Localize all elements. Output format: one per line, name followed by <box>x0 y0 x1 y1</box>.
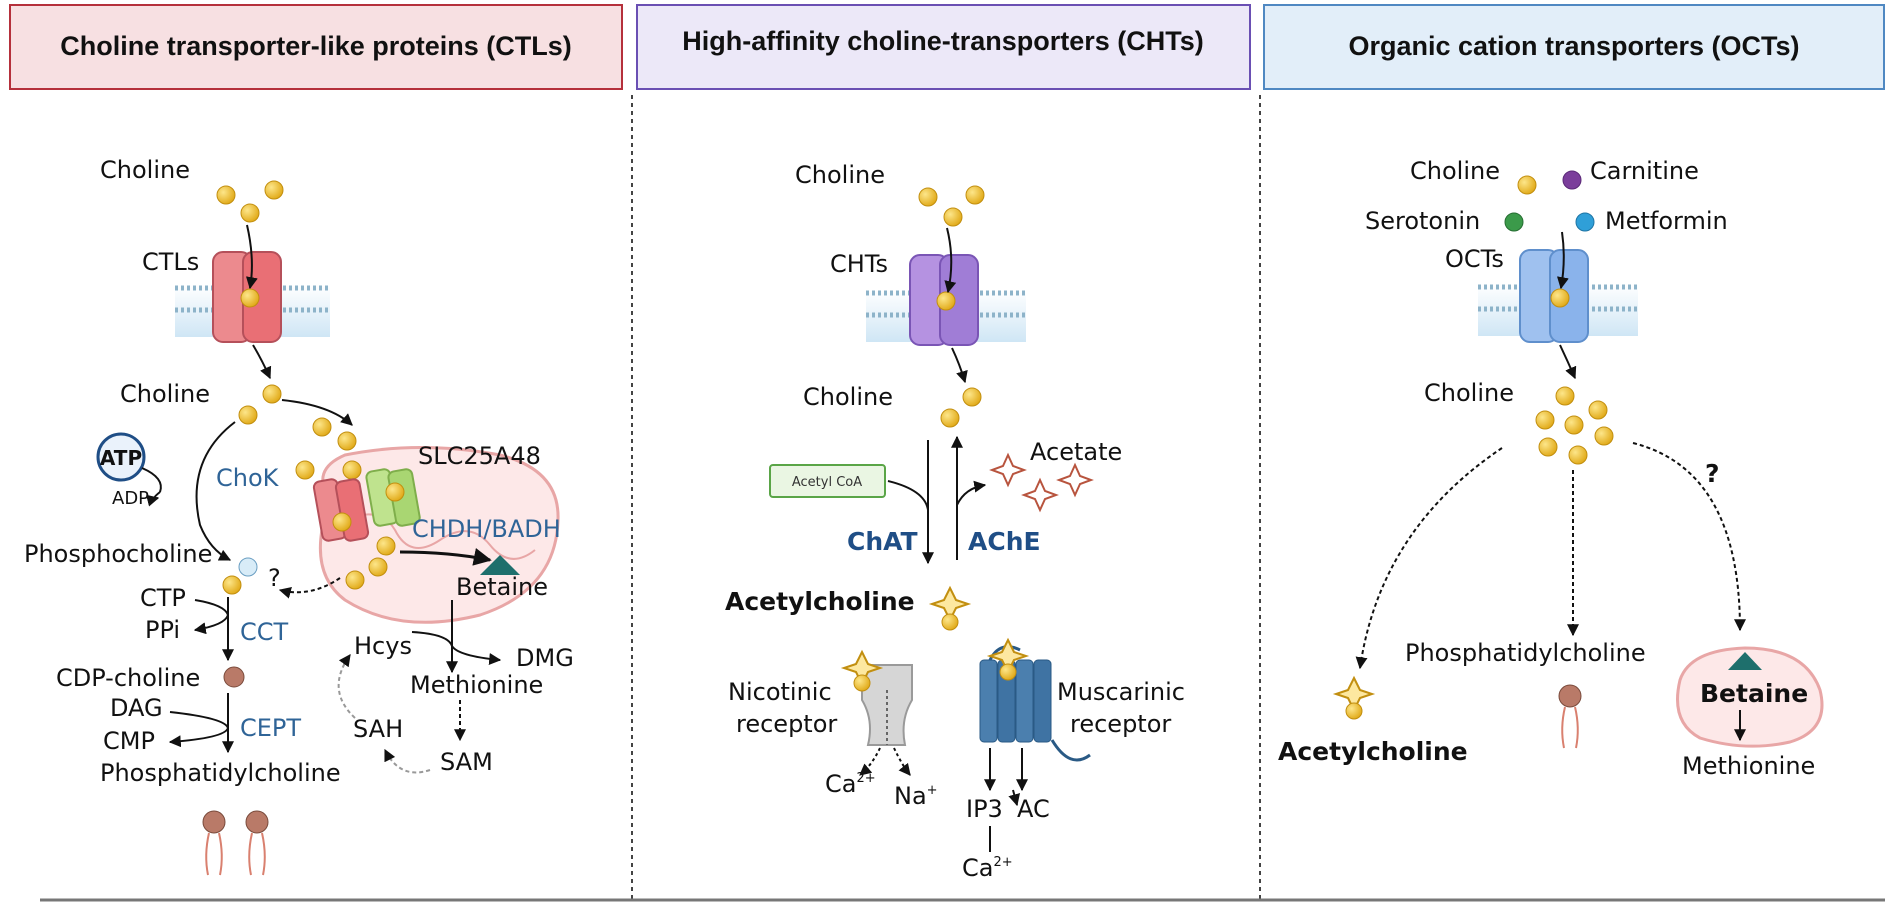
oct-pc: Phosphatidylcholine <box>1405 639 1646 667</box>
ctl-ppi: PPi <box>145 616 180 644</box>
oct-choline-in: Choline <box>1424 379 1514 407</box>
oct-choline-top: Choline <box>1410 157 1500 185</box>
oct-transporter-label: OCTs <box>1445 245 1504 273</box>
ctl-ctp: CTP <box>140 584 186 612</box>
cht-na-text: Na <box>894 782 927 810</box>
ctl-dag: DAG <box>110 694 163 722</box>
ctl-methionine: Methionine <box>410 671 543 699</box>
ctl-dmg: DMG <box>516 644 574 672</box>
ctl-hcys: Hcys <box>354 632 412 660</box>
panel-oct: Choline Carnitine Serotonin Metformin OC… <box>1278 157 1824 780</box>
metformin-icon <box>1575 212 1595 232</box>
acetylcholine-icon <box>928 585 972 631</box>
cht-chat: ChAT <box>847 527 918 556</box>
oct-transporter <box>1519 249 1589 343</box>
ctl-phosphocholine: Phosphocholine <box>24 540 212 568</box>
ctl-cct: CCT <box>240 618 289 646</box>
header-oct-title: Organic cation transporters (OCTs) <box>1348 31 1799 61</box>
ctl-chok: ChoK <box>216 464 280 492</box>
oct-betaine-icon <box>1728 652 1762 670</box>
oct-mitochondrion <box>1676 646 1824 748</box>
oct-metformin: Metformin <box>1605 207 1728 235</box>
ctl-atp: ATP <box>100 446 142 470</box>
cht-transporter-label: CHTs <box>830 250 888 278</box>
ctl-betaine-icon <box>480 555 520 575</box>
atp-icon <box>96 432 146 482</box>
header-oct: Organic cation transporters (OCTs) <box>1263 4 1885 90</box>
ctl-choline-in: Choline <box>120 380 210 408</box>
phosphatidylcholine-icon <box>202 810 269 876</box>
ctl-adp: ADP <box>112 488 149 509</box>
cht-acetate: Acetate <box>1030 438 1122 466</box>
slc25a48-transporter <box>365 468 421 527</box>
cht-muscarinic-1: Muscarinic <box>1057 678 1185 706</box>
cht-acetyl-coa: Acetyl CoA <box>792 475 862 490</box>
cht-transporter <box>909 254 979 346</box>
ctl-betaine: Betaine <box>456 573 548 601</box>
cht-choline-top: Choline <box>795 161 885 189</box>
oct-acetylcholine-icon <box>1332 675 1376 720</box>
ctl-transporter-label: CTLs <box>142 248 199 276</box>
header-cht: High-affinity choline-transporters (CHTs… <box>636 4 1251 90</box>
cht-na-sup: + <box>927 783 938 798</box>
cht-ac: AC <box>1017 795 1050 823</box>
ctl-inner-transporter <box>312 478 370 542</box>
ctl-transporter <box>212 251 282 343</box>
phosphate-icon <box>238 557 258 577</box>
ctl-cdp: CDP-choline <box>56 664 200 692</box>
panel-ctl: Choline CTLs Choline ATP ADP ChoK <box>24 156 574 876</box>
cht-na: Na+ <box>894 782 938 810</box>
cht-ca-sup: 2+ <box>856 771 875 786</box>
ctl-choline-top: Choline <box>100 156 190 184</box>
serotonin-icon <box>1504 212 1524 232</box>
oct-question: ? <box>1705 459 1720 488</box>
oct-carnitine: Carnitine <box>1590 157 1699 185</box>
ctl-sah: SAH <box>353 715 403 743</box>
oct-serotonin: Serotonin <box>1365 207 1480 235</box>
cht-ca: Ca2+ <box>825 770 876 798</box>
cht-muscarinic-2: receptor <box>1070 710 1171 738</box>
header-ctl-title: Choline transporter-like proteins (CTLs) <box>60 31 572 61</box>
acetyl-coa-box: Acetyl CoA <box>769 464 886 498</box>
cht-ach: Acetylcholine <box>725 587 915 616</box>
cht-ca-text: Ca <box>825 770 856 798</box>
acetate-icons <box>989 452 1094 513</box>
muscarinic-receptor-icon <box>979 637 1091 762</box>
nicotinic-receptor-icon <box>840 649 913 746</box>
ctl-pc: Phosphatidylcholine <box>100 759 341 787</box>
cdp-choline-icon <box>223 666 245 688</box>
cht-nicotinic-2: receptor <box>736 710 837 738</box>
cht-ache: AChE <box>968 527 1041 556</box>
ctl-question: ? <box>268 564 281 592</box>
ctl-sam: SAM <box>440 748 493 776</box>
oct-phosphatidylcholine-icon <box>1558 684 1582 749</box>
oct-methionine: Methionine <box>1682 752 1815 780</box>
oct-ach: Acetylcholine <box>1278 737 1468 766</box>
cht-choline-in: Choline <box>803 383 893 411</box>
ctl-slc: SLC25A48 <box>418 442 541 470</box>
cht-ca2-text: Ca <box>962 854 993 882</box>
oct-betaine: Betaine <box>1700 679 1808 708</box>
cht-ip3: IP3 <box>966 795 1003 823</box>
header-ctl: Choline transporter-like proteins (CTLs) <box>9 4 623 90</box>
cht-ca2-sup: 2+ <box>993 855 1012 870</box>
panel-cht: Choline CHTs Choline Acetyl CoA Acetate <box>725 161 1185 882</box>
ctl-chdh: CHDH/BADH <box>412 515 561 543</box>
carnitine-icon <box>1562 170 1582 190</box>
cht-nicotinic-1: Nicotinic <box>728 678 832 706</box>
cht-ca2: Ca2+ <box>962 854 1013 882</box>
ctl-cmp: CMP <box>103 727 155 755</box>
header-cht-title: High-affinity choline-transporters (CHTs… <box>682 26 1204 56</box>
ctl-cept: CEPT <box>240 714 301 742</box>
